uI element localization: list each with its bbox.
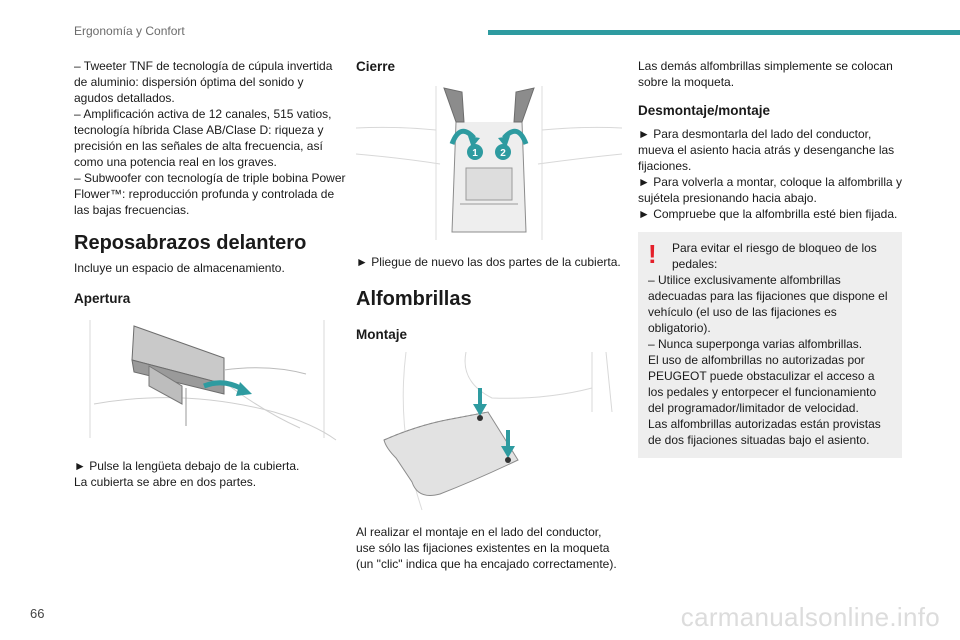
exclamation-icon: !: [648, 239, 657, 269]
header-accent-bar: [488, 30, 960, 35]
mats-heading: Alfombrillas: [356, 288, 472, 310]
armrest-heading: Reposabrazos delantero: [74, 232, 307, 254]
section-title: Ergonomía y Confort: [74, 24, 185, 38]
closing-illustration: 1 2: [356, 82, 622, 242]
warning-line-3: El uso de alfombrillas no autorizadas po…: [648, 353, 877, 415]
remove-step-3: ► Compruebe que la alfombrilla esté bien…: [638, 207, 898, 221]
warning-line-2: – Nunca superponga varias alfombrillas.: [648, 337, 863, 351]
opening-step-press: ► Pulse la lengüeta debajo de la cubiert…: [74, 459, 300, 473]
remove-heading: Desmontaje/montaje: [638, 103, 771, 118]
warning-line-1: – Utilice exclusivamente alfombrillas ad…: [648, 273, 888, 335]
column-left: – Tweeter TNF de tecnología de cúpula in…: [74, 58, 346, 490]
warning-box: ! Para evitar el riesgo de bloqueo de lo…: [638, 232, 902, 458]
armrest-intro: Incluye un espacio de almacenamiento.: [74, 261, 285, 275]
spec-item-subwoofer: – Subwoofer con tecnología de triple bob…: [74, 171, 346, 217]
fitting-illustration: [356, 352, 622, 512]
other-mats-text: Las demás alfombrillas simplemente se co…: [638, 59, 893, 89]
column-middle: Cierre 1 2 ► Pliegue de nuevo las dos pa…: [356, 58, 622, 572]
page-number: 66: [30, 606, 45, 621]
closing-badge-2: 2: [500, 148, 506, 159]
remove-step-2: ► Para volverla a montar, coloque la alf…: [638, 175, 902, 205]
closing-badge-1: 1: [472, 148, 478, 159]
warning-line-4: Las alfombrillas autorizadas están provi…: [648, 417, 881, 447]
opening-heading: Apertura: [74, 291, 131, 306]
fitting-heading: Montaje: [356, 327, 408, 342]
remove-step-1: ► Para desmontarla del lado del conducto…: [638, 127, 895, 173]
closing-step: ► Pliegue de nuevo las dos partes de la …: [356, 255, 621, 269]
opening-illustration: [74, 316, 346, 448]
spec-item-amplifier: – Amplificación activa de 12 canales, 51…: [74, 107, 332, 169]
warning-lead: Para evitar el riesgo de bloqueo de los …: [672, 241, 877, 271]
closing-heading: Cierre: [356, 59, 396, 74]
fitting-text: Al realizar el montaje en el lado del co…: [356, 525, 617, 571]
opening-step-result: La cubierta se abre en dos partes.: [74, 475, 257, 489]
watermark: carmanualsonline.info: [680, 602, 940, 632]
spec-item-tweeter: – Tweeter TNF de tecnología de cúpula in…: [74, 59, 333, 105]
column-right: Las demás alfombrillas simplemente se co…: [638, 58, 902, 458]
